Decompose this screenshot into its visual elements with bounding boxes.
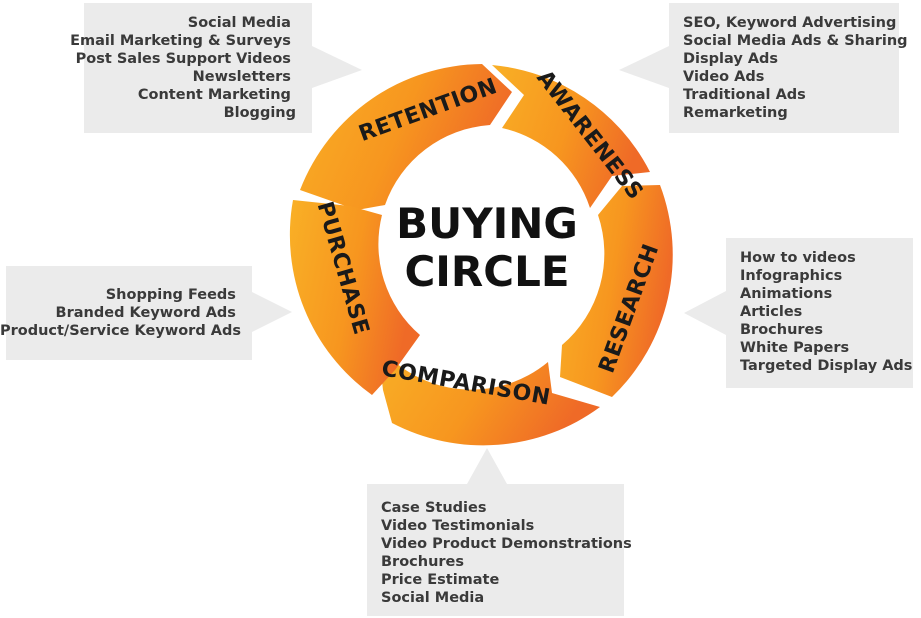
callout-line: Price Estimate xyxy=(381,572,499,588)
retention-segment xyxy=(300,64,512,210)
callout-line: Animations xyxy=(740,286,832,302)
awareness-callout: SEO, Keyword Advertising Social Media Ad… xyxy=(619,3,913,133)
purchase-callout: Shopping Feeds Branded Keyword Ads Produ… xyxy=(0,266,292,360)
awareness-segment xyxy=(492,65,650,208)
comparison-callout: Case Studies Video Testimonials Video Pr… xyxy=(367,448,637,616)
callout-line: Articles xyxy=(740,304,802,320)
center-title-line2: CIRCLE xyxy=(404,247,569,296)
callout-line: Infographics xyxy=(740,268,842,284)
callout-line: Video Testimonials xyxy=(381,518,534,534)
callout-line: SEO, Keyword Advertising xyxy=(683,15,896,31)
retention-callout-list: Social Media Email Marketing & Surveys P… xyxy=(70,15,296,121)
comparison-callout-box xyxy=(367,448,624,616)
callout-line: Display Ads xyxy=(683,51,778,67)
purchase-segment xyxy=(289,200,420,395)
callout-line: Case Studies xyxy=(381,500,486,516)
comparison-callout-list: Case Studies Video Testimonials Video Pr… xyxy=(381,500,637,606)
callout-line: Post Sales Support Videos xyxy=(76,51,291,67)
comparison-segment xyxy=(378,345,600,446)
retention-callout-box xyxy=(84,3,362,133)
callout-line: Brochures xyxy=(381,554,464,570)
research-callout-list: How to videos Infographics Animations Ar… xyxy=(740,250,912,374)
callout-line: Targeted Display Ads xyxy=(740,358,912,374)
callout-line: Video Ads xyxy=(683,69,764,85)
callout-line: Shopping Feeds xyxy=(106,287,236,303)
purchase-callout-box xyxy=(6,266,292,360)
callout-line: Video Product Demonstrations xyxy=(381,536,632,552)
center-title-line1: BUYING xyxy=(396,199,578,248)
callout-line: Newsletters xyxy=(193,69,291,85)
buying-cycle-ring xyxy=(289,64,673,446)
callout-line: Product/Service Keyword Ads xyxy=(0,323,241,339)
retention-callout: Social Media Email Marketing & Surveys P… xyxy=(70,3,362,133)
callout-line: Brochures xyxy=(740,322,823,338)
research-callout: How to videos Infographics Animations Ar… xyxy=(684,238,913,388)
purchase-callout-list: Shopping Feeds Branded Keyword Ads Produ… xyxy=(0,287,241,339)
callout-line: Social Media xyxy=(381,590,484,606)
callout-line: Social Media Ads & Sharing xyxy=(683,33,908,49)
callout-line: How to videos xyxy=(740,250,856,266)
callout-line: Traditional Ads xyxy=(683,87,806,103)
awareness-callout-list: SEO, Keyword Advertising Social Media Ad… xyxy=(683,15,913,121)
callout-line: Blogging xyxy=(224,105,296,121)
research-callout-box xyxy=(684,238,913,388)
awareness-callout-box xyxy=(619,3,899,133)
callout-line: Branded Keyword Ads xyxy=(56,305,236,321)
callout-line: Remarketing xyxy=(683,105,788,121)
callout-line: Content Marketing xyxy=(138,87,291,103)
callout-line: White Papers xyxy=(740,340,849,356)
research-segment xyxy=(560,185,673,397)
callout-line: Social Media xyxy=(188,15,291,31)
callout-line: Email Marketing & Surveys xyxy=(70,33,291,49)
